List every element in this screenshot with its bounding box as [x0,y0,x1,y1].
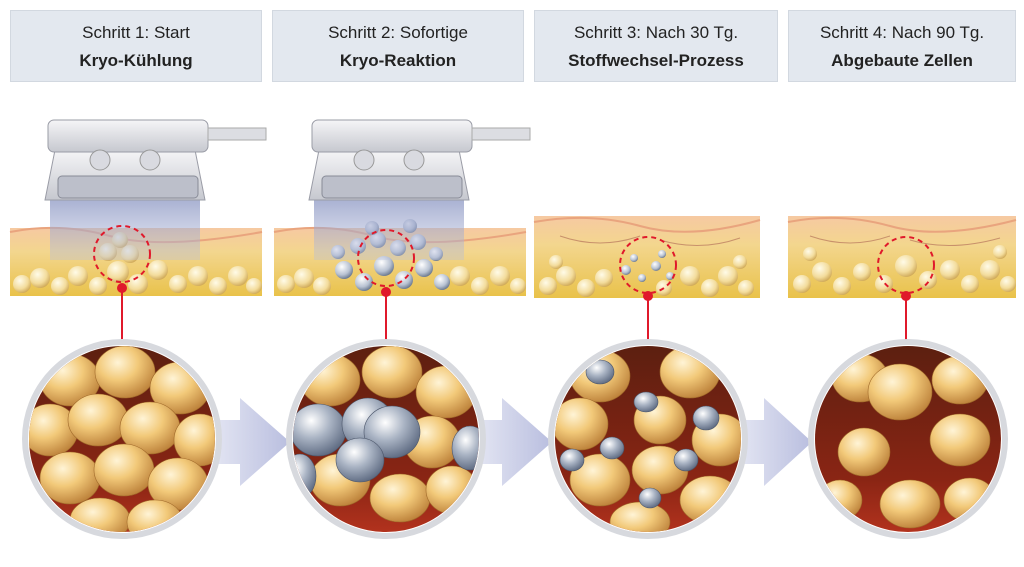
cryo-device-1 [44,119,267,260]
magnified-view-4 [808,339,1008,539]
step-1-header: Schritt 1: Start Kryo-Kühlung [10,10,262,82]
step-1-title: Kryo-Kühlung [79,51,193,70]
step-4-title: Abgebaute Zellen [831,51,973,70]
zoom-marker-4 [877,236,935,344]
step-4-tissue [787,216,1017,298]
step-3-header: Schritt 3: Nach 30 Tg. Stoffwechsel-Proz… [534,10,778,82]
step-1-subtitle: Schritt 1: Start [82,23,190,42]
step-4-subtitle: Schritt 4: Nach 90 Tg. [819,23,985,42]
step-2-subtitle: Schritt 2: Sofortige [328,23,468,42]
step-3-title: Stoffwechsel-Prozess [568,51,744,70]
magnified-view-3 [548,339,748,539]
step-3-tissue [533,216,761,298]
arrow-1-to-2 [212,398,290,486]
cryo-device-2 [308,119,531,260]
step-2-header: Schritt 2: Sofortige Kryo-Reaktion [272,10,524,82]
step-2-title: Kryo-Reaktion [339,51,457,70]
step-4-header: Schritt 4: Nach 90 Tg. Abgebaute Zellen [788,10,1016,82]
arrow-2-to-3 [476,398,552,486]
magnified-view-1 [22,339,222,539]
zoom-marker-3 [619,236,677,344]
zoom-marker-1 [93,225,151,344]
step-3-subtitle: Schritt 3: Nach 30 Tg. [573,23,739,42]
arrow-3-to-4 [738,398,812,486]
zoom-marker-2 [357,229,415,344]
magnified-view-2 [286,339,486,539]
